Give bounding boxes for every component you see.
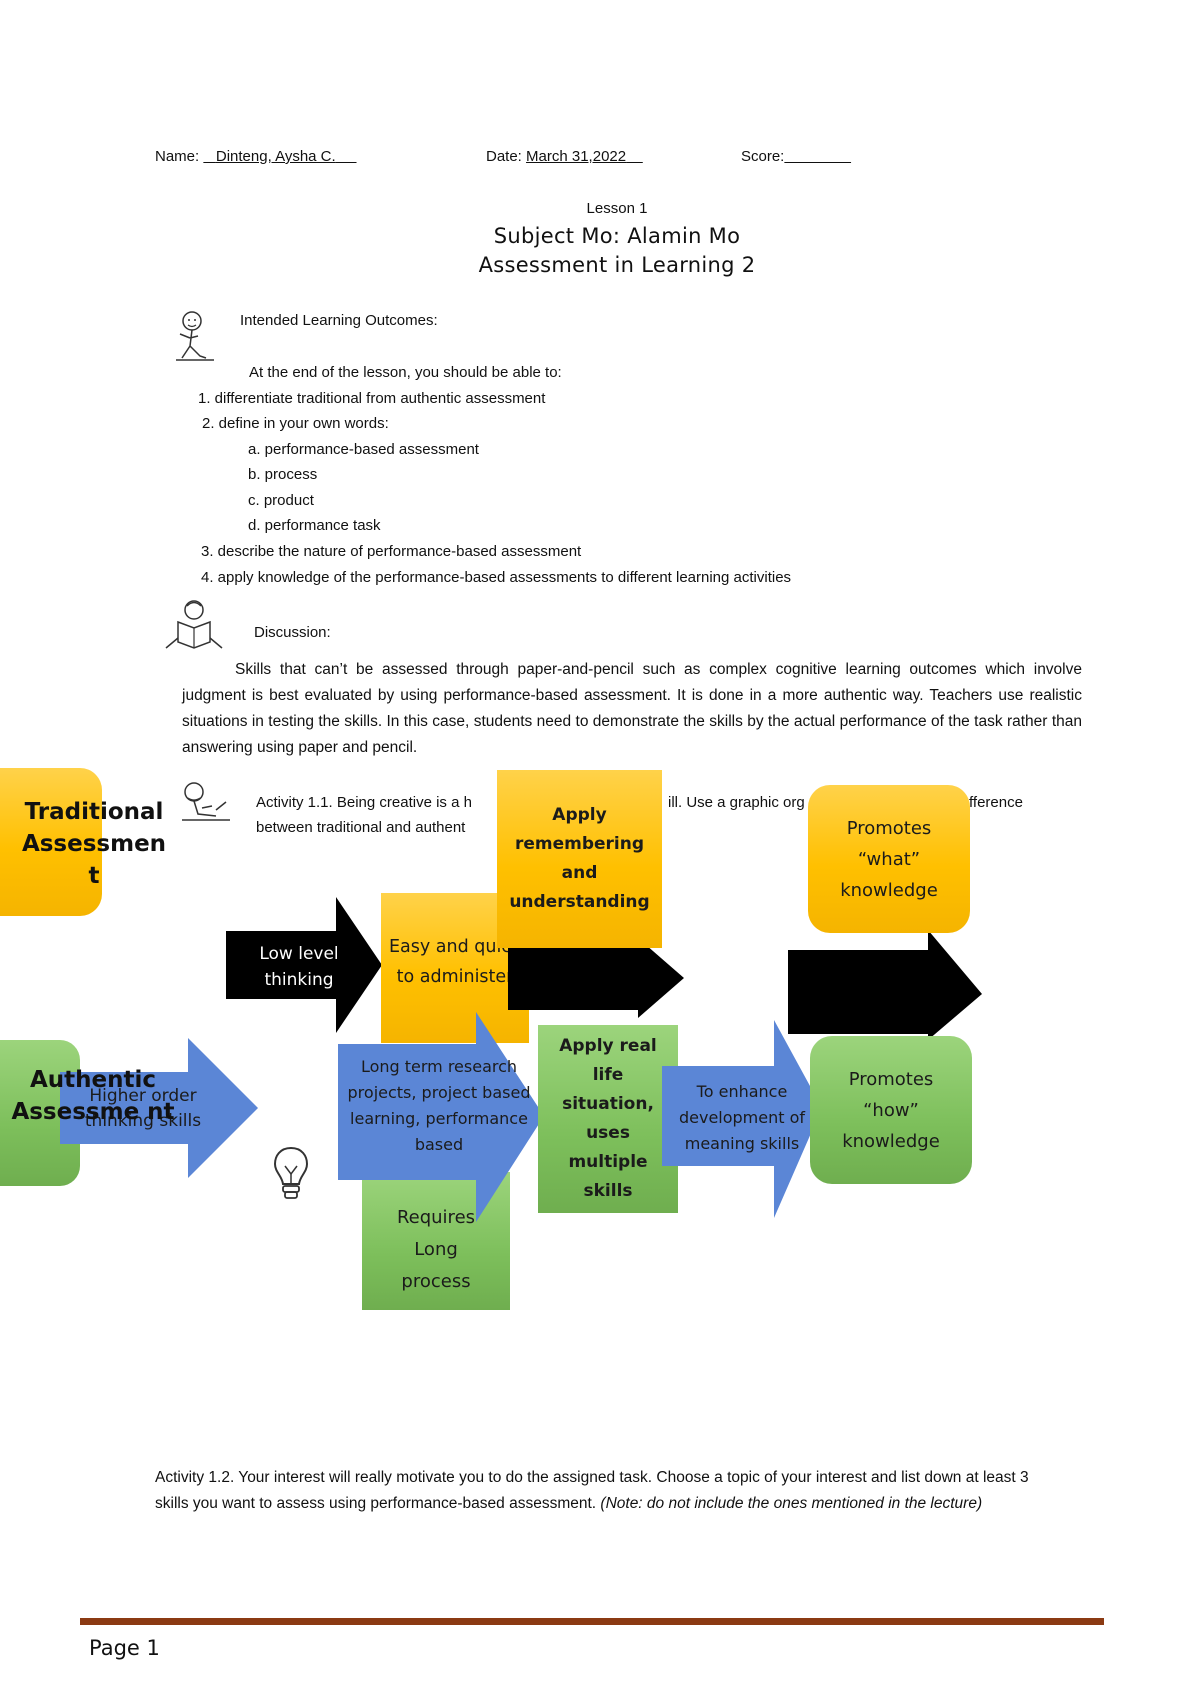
long-term-label: Long term research projects, project bas… bbox=[347, 1057, 531, 1154]
apply-remembering-box: Apply remembering and understanding bbox=[497, 770, 662, 948]
traditional-box bbox=[0, 768, 102, 916]
ilo-item-4: 4. apply knowledge of the performance-ba… bbox=[201, 569, 792, 586]
discussion-body: Skills that can’t be assessed through pa… bbox=[182, 661, 1082, 756]
name-field: Name: Dinteng, Aysha C. bbox=[155, 148, 357, 165]
name-label: Name: bbox=[155, 148, 200, 165]
discussion-heading: Discussion: bbox=[254, 624, 331, 641]
ilo-heading: Intended Learning Outcomes: bbox=[240, 312, 438, 329]
lesson-number: Lesson 1 bbox=[586, 200, 648, 217]
person-sitting-icon bbox=[176, 311, 214, 361]
ilo-item-3: 3. describe the nature of performance-ba… bbox=[201, 543, 582, 560]
low-level-label: Low level thinking bbox=[259, 944, 339, 990]
ilo-item-2a: a. performance-based assessment bbox=[248, 441, 479, 458]
person-reading-icon bbox=[165, 600, 223, 649]
date-value: March 31,2022 bbox=[526, 148, 627, 165]
page-number: Page 1 bbox=[89, 1636, 160, 1660]
person-writing-icon bbox=[182, 782, 230, 821]
activity-1-line2: between traditional and authent bbox=[256, 819, 466, 836]
black-arrow-right bbox=[788, 930, 982, 1040]
page-subtitle: Assessment in Learning 2 bbox=[478, 253, 756, 277]
activity-2: Activity 1.2. Your interest will really … bbox=[155, 1465, 1060, 1517]
ilo-item-2c: c. product bbox=[248, 492, 314, 509]
enhance-label: To enhance development of meaning skills bbox=[678, 1082, 806, 1153]
higher-order-label: Higher order thinking skills bbox=[84, 1086, 202, 1131]
higher-order-arrow bbox=[60, 1038, 258, 1178]
activity-1-line1: Activity 1.1. Being creative is a h bbox=[256, 794, 472, 811]
ilo-item-2: 2. define in your own words: bbox=[202, 415, 389, 432]
enhance-arrow bbox=[662, 1020, 822, 1218]
footer-rule bbox=[80, 1618, 1104, 1625]
ilo-intro: At the end of the lesson, you should be … bbox=[249, 364, 562, 381]
authentic-label: Authentic Assessme nt bbox=[11, 1067, 175, 1125]
ilo-item-2d: d. performance task bbox=[248, 517, 381, 534]
long-term-arrow bbox=[338, 1012, 544, 1222]
low-level-arrow bbox=[226, 897, 382, 1033]
activity-1-text-c: fference bbox=[969, 794, 1023, 811]
score-field: Score: bbox=[741, 148, 851, 165]
promotes-how-box: Promotes “how” knowledge bbox=[810, 1036, 972, 1184]
apply-real-box: Apply real life situation, uses multiple… bbox=[538, 1025, 678, 1213]
activity-1-text-b: ill. Use a graphic org bbox=[668, 794, 805, 811]
traditional-label: Traditional Assessmen t bbox=[21, 799, 167, 889]
score-blank bbox=[784, 148, 851, 165]
activity-1-text-a: Activity 1.1. Being creative is a h bbox=[256, 794, 472, 811]
ilo-item-1: 1. differentiate traditional from authen… bbox=[198, 390, 546, 407]
ilo-item-2b: b. process bbox=[248, 466, 318, 483]
lightbulb-icon bbox=[273, 1146, 309, 1199]
activity-2-text: Activity 1.2. Your interest will really … bbox=[155, 1469, 1029, 1512]
date-field: Date: March 31,2022 bbox=[486, 148, 643, 165]
name-value: Dinteng, Aysha C. bbox=[215, 148, 336, 165]
promotes-what-box: Promotes “what” knowledge bbox=[808, 785, 970, 933]
black-arrow-middle bbox=[508, 938, 684, 1018]
score-label: Score: bbox=[741, 148, 785, 165]
date-label: Date: bbox=[486, 148, 522, 165]
activity-2-note: (Note: do not include the ones mentioned… bbox=[600, 1495, 983, 1512]
page-title: Subject Mo: Alamin Mo bbox=[493, 224, 741, 248]
